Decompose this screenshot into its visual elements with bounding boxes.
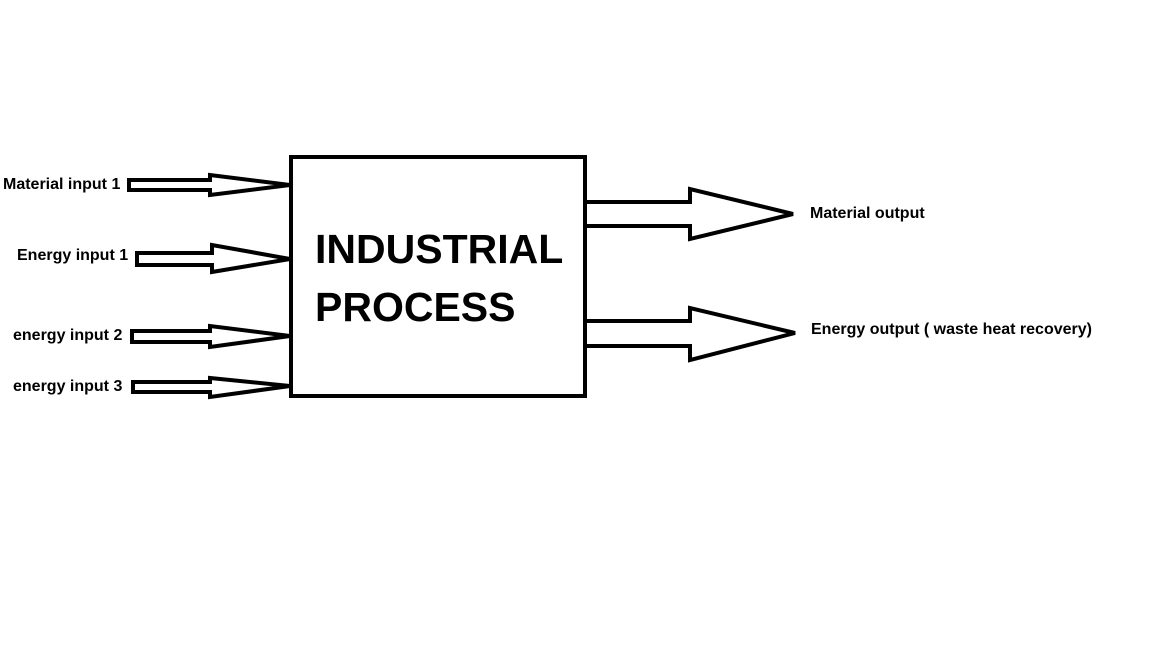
output-arrow-energy (587, 305, 796, 363)
process-title-line2: PROCESS (315, 284, 516, 330)
input-label-material-1: Material input 1 (3, 176, 121, 193)
input-label-energy-2: energy input 2 (13, 327, 123, 344)
input-arrow-energy-3 (131, 375, 291, 400)
output-label-material: Material output (810, 205, 925, 222)
input-label-energy-1: Energy input 1 (17, 247, 129, 264)
output-label-energy: Energy output ( waste heat recovery) (811, 321, 1092, 338)
input-arrow-energy-2 (130, 323, 291, 350)
input-label-energy-3: energy input 3 (13, 378, 123, 395)
input-arrow-material-1 (127, 172, 291, 198)
process-box (289, 155, 587, 398)
process-title-line1: INDUSTRIAL (315, 226, 564, 272)
output-arrow-material (587, 186, 794, 242)
input-arrow-energy-1 (135, 242, 291, 275)
